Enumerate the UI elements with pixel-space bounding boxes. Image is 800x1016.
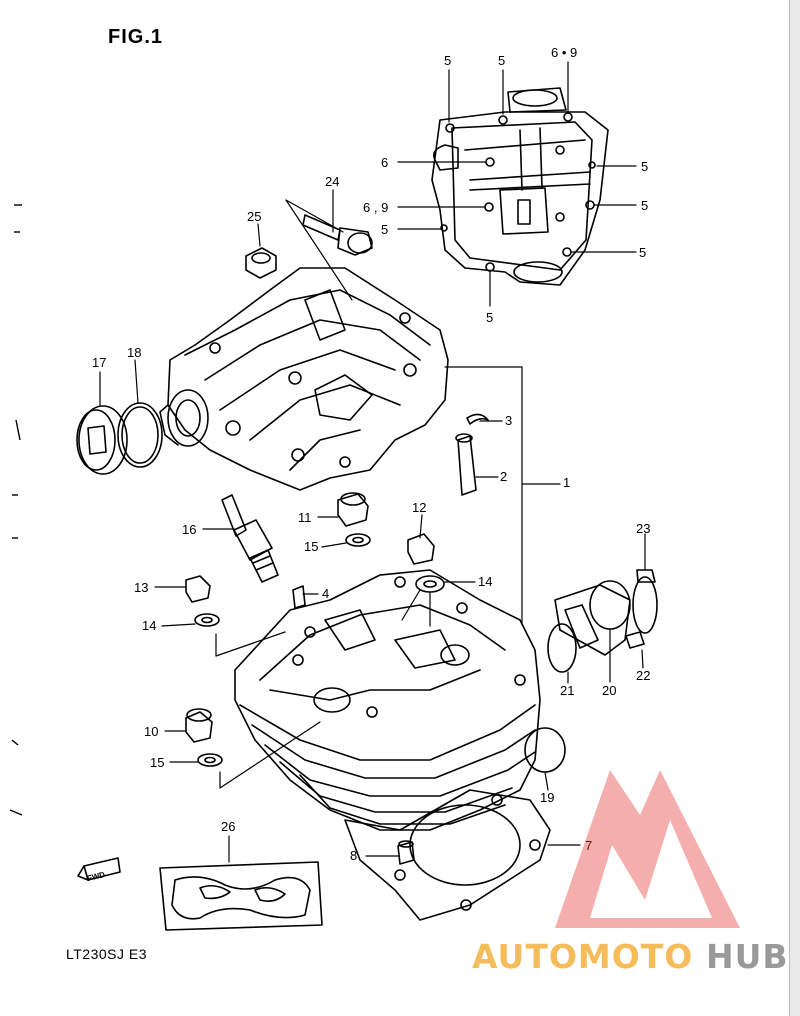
callout-15: 15 (150, 755, 164, 770)
callout-14: 14 (142, 618, 156, 633)
callout-24: 24 (325, 174, 339, 189)
automotohub-watermark: AUTOMOTO HUB (472, 770, 789, 976)
callout-6: 6 (381, 155, 388, 170)
figure-title: FIG.1 (108, 26, 164, 48)
cylinder-head-gasket (344, 789, 551, 921)
callout-10: 10 (144, 724, 158, 739)
callout-13: 13 (134, 580, 148, 595)
callout-26: 26 (221, 819, 235, 834)
callout-23: 23 (636, 521, 650, 536)
callout-5: 5 (641, 159, 648, 174)
callout-16: 16 (182, 522, 196, 537)
leader-lines (99, 61, 646, 863)
callout-labels: 5 5 6 • 9 6 6 , 9 5 5 5 5 5 24 25 17 18 … (86, 45, 650, 883)
callout-2: 2 (500, 469, 507, 484)
watermark-text-automoto: AUTOMOTO (472, 937, 693, 976)
callout-5: 5 (641, 198, 648, 213)
model-code: LT230SJ E3 (66, 946, 148, 962)
intake-pipe-assembly (547, 569, 658, 673)
plug-19 (524, 727, 566, 773)
small-parts (185, 413, 489, 767)
callout-15: 15 (304, 539, 318, 554)
cylinder-head-cover (159, 267, 449, 491)
callout-4: 4 (322, 586, 329, 601)
gasket-set (159, 861, 323, 931)
callout-20: 20 (602, 683, 616, 698)
callout-6-9: 6 • 9 (551, 45, 577, 60)
head-cover-underside-inset (431, 87, 609, 286)
callout-25: 25 (247, 209, 261, 224)
callout-11: 11 (298, 510, 312, 525)
fwd-label: FWD (86, 870, 106, 883)
callout-17: 17 (92, 355, 106, 370)
tappet-cap-and-oring (76, 402, 163, 475)
callout-5: 5 (486, 310, 493, 325)
callout-8: 8 (350, 848, 357, 863)
page-edge (789, 0, 800, 1016)
forward-arrow (77, 857, 121, 881)
callout-3: 3 (505, 413, 512, 428)
callout-5: 5 (381, 222, 388, 237)
callout-5: 5 (639, 245, 646, 260)
callout-19: 19 (540, 790, 554, 805)
bolt-and-nut (245, 214, 373, 279)
callout-1: 1 (563, 475, 570, 490)
callout-5: 5 (444, 53, 451, 68)
callout-14: 14 (478, 574, 492, 589)
callout-18: 18 (127, 345, 141, 360)
scan-margin-marks (9, 204, 23, 816)
spark-plug (221, 494, 279, 583)
callout-5: 5 (498, 53, 505, 68)
callout-7: 7 (585, 838, 592, 853)
cylinder-head (234, 569, 541, 831)
callout-22: 22 (636, 668, 650, 683)
watermark-text-hub: HUB (706, 937, 789, 976)
callout-6-9: 6 , 9 (363, 200, 388, 215)
callout-21: 21 (560, 683, 574, 698)
callout-12: 12 (412, 500, 426, 515)
